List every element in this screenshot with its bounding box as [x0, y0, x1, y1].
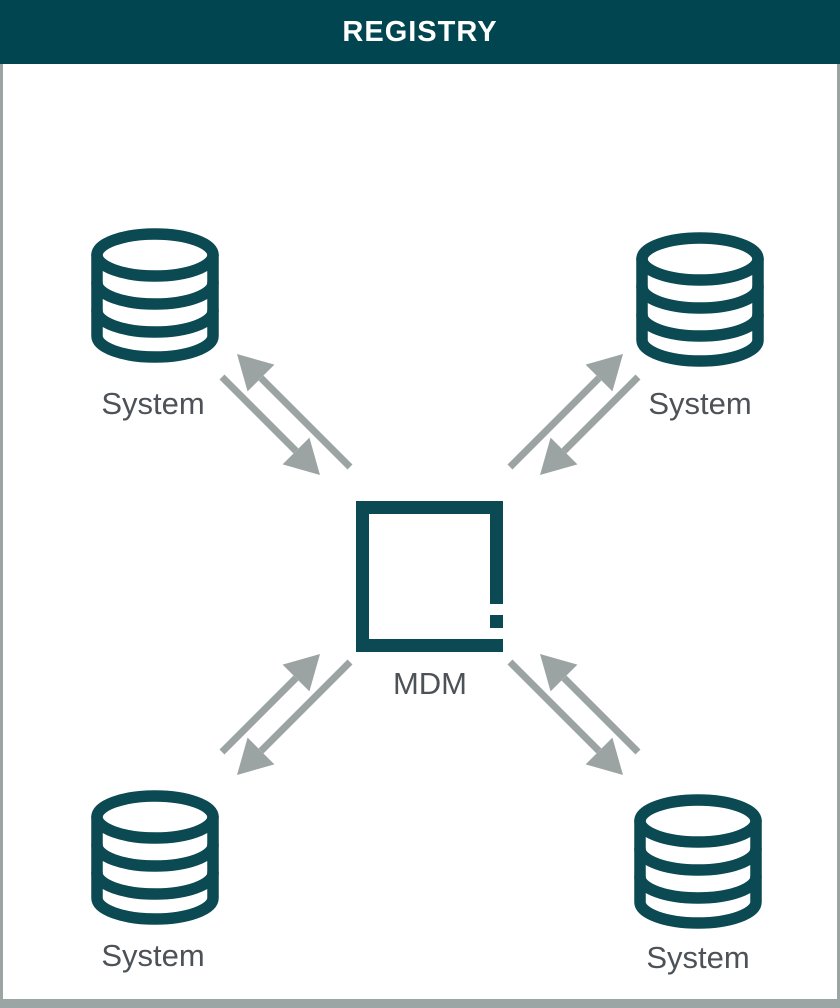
page-title: REGISTRY [342, 15, 498, 48]
system-label-bottom-right: System [646, 940, 750, 975]
database-icon [640, 800, 756, 923]
system-label-top-right: System [648, 386, 752, 421]
system-label-bottom-left: System [101, 938, 205, 973]
mdm-square-icon [356, 501, 503, 652]
mdm-label: MDM [392, 666, 468, 701]
bottom-divider [0, 999, 840, 1008]
database-icon [97, 796, 213, 919]
header: REGISTRY [0, 0, 840, 64]
database-icon [97, 234, 213, 357]
system-label-top-left: System [101, 386, 205, 421]
database-icon [642, 238, 758, 361]
